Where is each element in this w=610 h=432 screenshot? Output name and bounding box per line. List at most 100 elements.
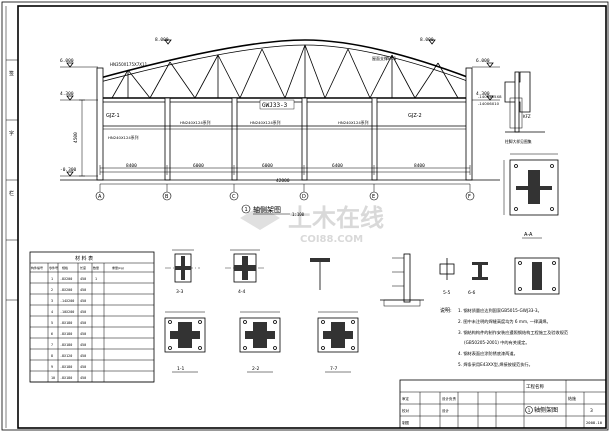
left-strip-label: 栏 (9, 190, 14, 197)
watermark-text: 土木在线 (288, 204, 384, 232)
table-cell: -8X180 (60, 343, 72, 347)
axis-label: D (302, 194, 306, 200)
span-dimension: 6000 (193, 163, 204, 169)
section-5-5: 5-5 (439, 258, 455, 296)
column-e (371, 97, 378, 181)
section-4-4: 4-4 (225, 249, 265, 295)
table-cell: -14X200 (60, 299, 74, 303)
section-1-1: 1-1 (164, 311, 206, 373)
axis-label: E (372, 194, 375, 200)
column-c (231, 97, 238, 181)
table-cell: 6 (51, 332, 53, 336)
beam-label: HN240X124系列 (250, 120, 281, 125)
table-cell: -8X120 (60, 354, 72, 358)
sheet-number: 3 (590, 408, 593, 414)
axis-label: C (232, 194, 236, 200)
table-cell: 450 (80, 310, 86, 314)
table-cell: 3 (51, 299, 53, 303)
top-level-label: 8.000 (420, 37, 434, 43)
level-markers-left: 6.000 4.300 -0.300 (60, 58, 98, 177)
section-label: 3-3 (176, 289, 183, 295)
detail-label: -140X255X8 (478, 94, 502, 99)
left-strip: 签 字 栏 (6, 59, 18, 301)
table-cell: 450 (80, 299, 86, 303)
section-3-3: 3-3 (165, 249, 200, 295)
note-line: 4. 钢材表面应涂防锈底漆两道。 (458, 350, 518, 357)
top-level-label: 8.000 (155, 37, 169, 43)
level-label: -0.300 (60, 167, 77, 173)
column-label: GJZ-2 (408, 113, 422, 119)
table-cell: -8X180 (60, 332, 72, 336)
beam-label: HN240X124系列 (180, 120, 211, 125)
table-cell: 450 (80, 343, 86, 347)
inner-border (17, 5, 607, 429)
drawing-title-index: 1 (528, 408, 531, 413)
total-dimension: 42000 (276, 178, 290, 184)
note-line: 3. 钢结构构件的制作安装应遵照钢结构工程施工及验收规范 (458, 329, 568, 336)
table-cell: 10 (51, 376, 55, 380)
notes-heading: 说明: (440, 307, 452, 314)
note-line: (GB50205-2001) 中的有关规定。 (464, 339, 530, 346)
section-details: 3-3 4-4 1-1 (164, 249, 560, 373)
span-dimension-line (99, 165, 471, 175)
beam-label: HN240X124系列 (338, 120, 369, 125)
truss-web-members (111, 44, 459, 99)
detail-label: -140X6X10 (478, 101, 500, 106)
section-label: 2-2 (252, 366, 259, 372)
level-label: 4.300 (476, 91, 490, 97)
table-cell: -10X200 (60, 310, 74, 314)
table-cell: -8X200 (60, 277, 72, 281)
section-label: 4-4 (238, 289, 245, 295)
role-label: 设计负责 (442, 396, 456, 401)
main-elevation: 6.000 4.300 -0.300 6.000 4.300 8.000 8.0… (60, 37, 500, 217)
beam-label: HN240X124系列 (108, 135, 139, 140)
drawing-no-label: 结施 (568, 395, 576, 401)
table-cell: 1 (95, 277, 97, 281)
roof-beam-label: 屋面支撑HC1 (372, 55, 397, 61)
axis-label: A (98, 194, 102, 200)
materials-table-title: 材 料 表 (75, 255, 93, 262)
span-dimension: 6000 (262, 163, 273, 169)
axis-bubbles: A B C D E F (95, 184, 475, 201)
span-dimension: 8400 (126, 163, 137, 169)
role-label: 制图 (402, 420, 410, 425)
column-label: GJZ-1 (106, 113, 120, 119)
axis-label: B (165, 194, 169, 200)
elevation-title: 轴侧架图 (253, 205, 281, 214)
table-cell: 450 (80, 365, 86, 369)
detail-label: 柱脚大样见图集 (505, 139, 532, 144)
section-a-a-label: A-A (524, 232, 533, 238)
drawing-date: 2008.10 (586, 420, 603, 425)
section-label: 5-5 (443, 290, 450, 296)
title-block: 工程名称 轴侧架图 1 结施 3 2008.10 审定 设计负责 校对 设计 制… (399, 379, 607, 429)
materials-table: 材 料 表 构件编号 零件号 规格 长度 数量 重量(kg) 1 -8X200 45… (29, 251, 155, 383)
level-markers-right: 6.000 4.300 (472, 58, 500, 101)
table-cell: 450 (80, 277, 86, 281)
right-detail: -140X6X10 KFZ 柱脚大样见图集 -140X255X8 A-A (478, 71, 559, 239)
roof-beam-label: HN350X175X7X11 (110, 62, 148, 67)
section-label: 6-6 (468, 290, 475, 296)
axis-label: F (468, 194, 471, 200)
detail-label: KFZ (523, 114, 531, 119)
notes: 说明: 1. 钢材质量应达到国家GB5015-GWJ33-3。 2. 图中未注明… (440, 307, 568, 368)
table-header: 规格 (62, 265, 68, 270)
section-label: 1-1 (177, 366, 184, 372)
table-cell: -8X180 (60, 376, 72, 380)
level-label: 4.300 (60, 91, 74, 97)
section-label: 7-7 (330, 366, 337, 372)
roof-top-chord (99, 39, 471, 79)
left-dimension: 4500 (73, 132, 79, 143)
level-label: 6.000 (476, 58, 490, 64)
section-2-2: 2-2 (239, 311, 281, 373)
span-dimension: 6400 (332, 163, 343, 169)
note-line: 5. 焊条采用E43XX型,焊接按规范执行。 (458, 361, 533, 368)
watermark-logo-icon (240, 206, 280, 230)
materials-headers: 构件编号 零件号 规格 长度 数量 重量(kg) (31, 265, 124, 270)
role-label: 设计 (442, 408, 450, 413)
table-cell: 8 (51, 354, 53, 358)
table-header: 数量 (93, 265, 99, 270)
table-cell: -8X180 (60, 365, 72, 369)
title-index: 1 (245, 207, 248, 213)
